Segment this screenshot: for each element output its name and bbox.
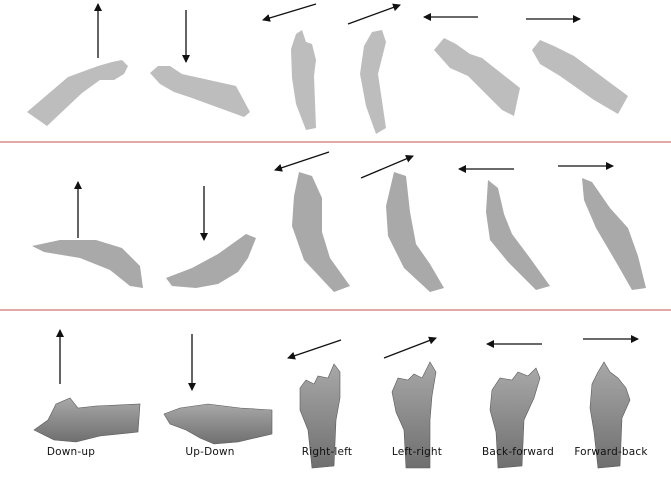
hand-figure — [27, 60, 128, 126]
hand-figure — [360, 30, 386, 134]
hand-figure — [166, 234, 256, 288]
hand-figure — [582, 178, 646, 290]
arrow-upleft — [288, 340, 341, 358]
hand-figure — [532, 40, 628, 114]
caption-forward-back: Forward-back — [556, 446, 666, 458]
hand-figure — [164, 404, 272, 444]
hand-figure — [34, 398, 140, 442]
caption-left-right: Left-right — [362, 446, 472, 458]
hand-figure — [434, 38, 520, 116]
arrow-upleft — [263, 4, 316, 20]
hand-figure — [292, 172, 350, 292]
hand-figure — [32, 240, 143, 288]
arrow-upright — [361, 156, 413, 178]
hand-figure — [291, 30, 316, 130]
arrow-upright — [348, 5, 400, 24]
hand-figure — [486, 180, 550, 290]
hand-figure — [150, 66, 250, 117]
arrow-upright — [384, 338, 436, 358]
hand-figure — [386, 172, 444, 292]
caption-up-down: Up-Down — [155, 446, 265, 458]
arrow-upleft — [275, 152, 329, 170]
caption-down-up: Down-up — [16, 446, 126, 458]
